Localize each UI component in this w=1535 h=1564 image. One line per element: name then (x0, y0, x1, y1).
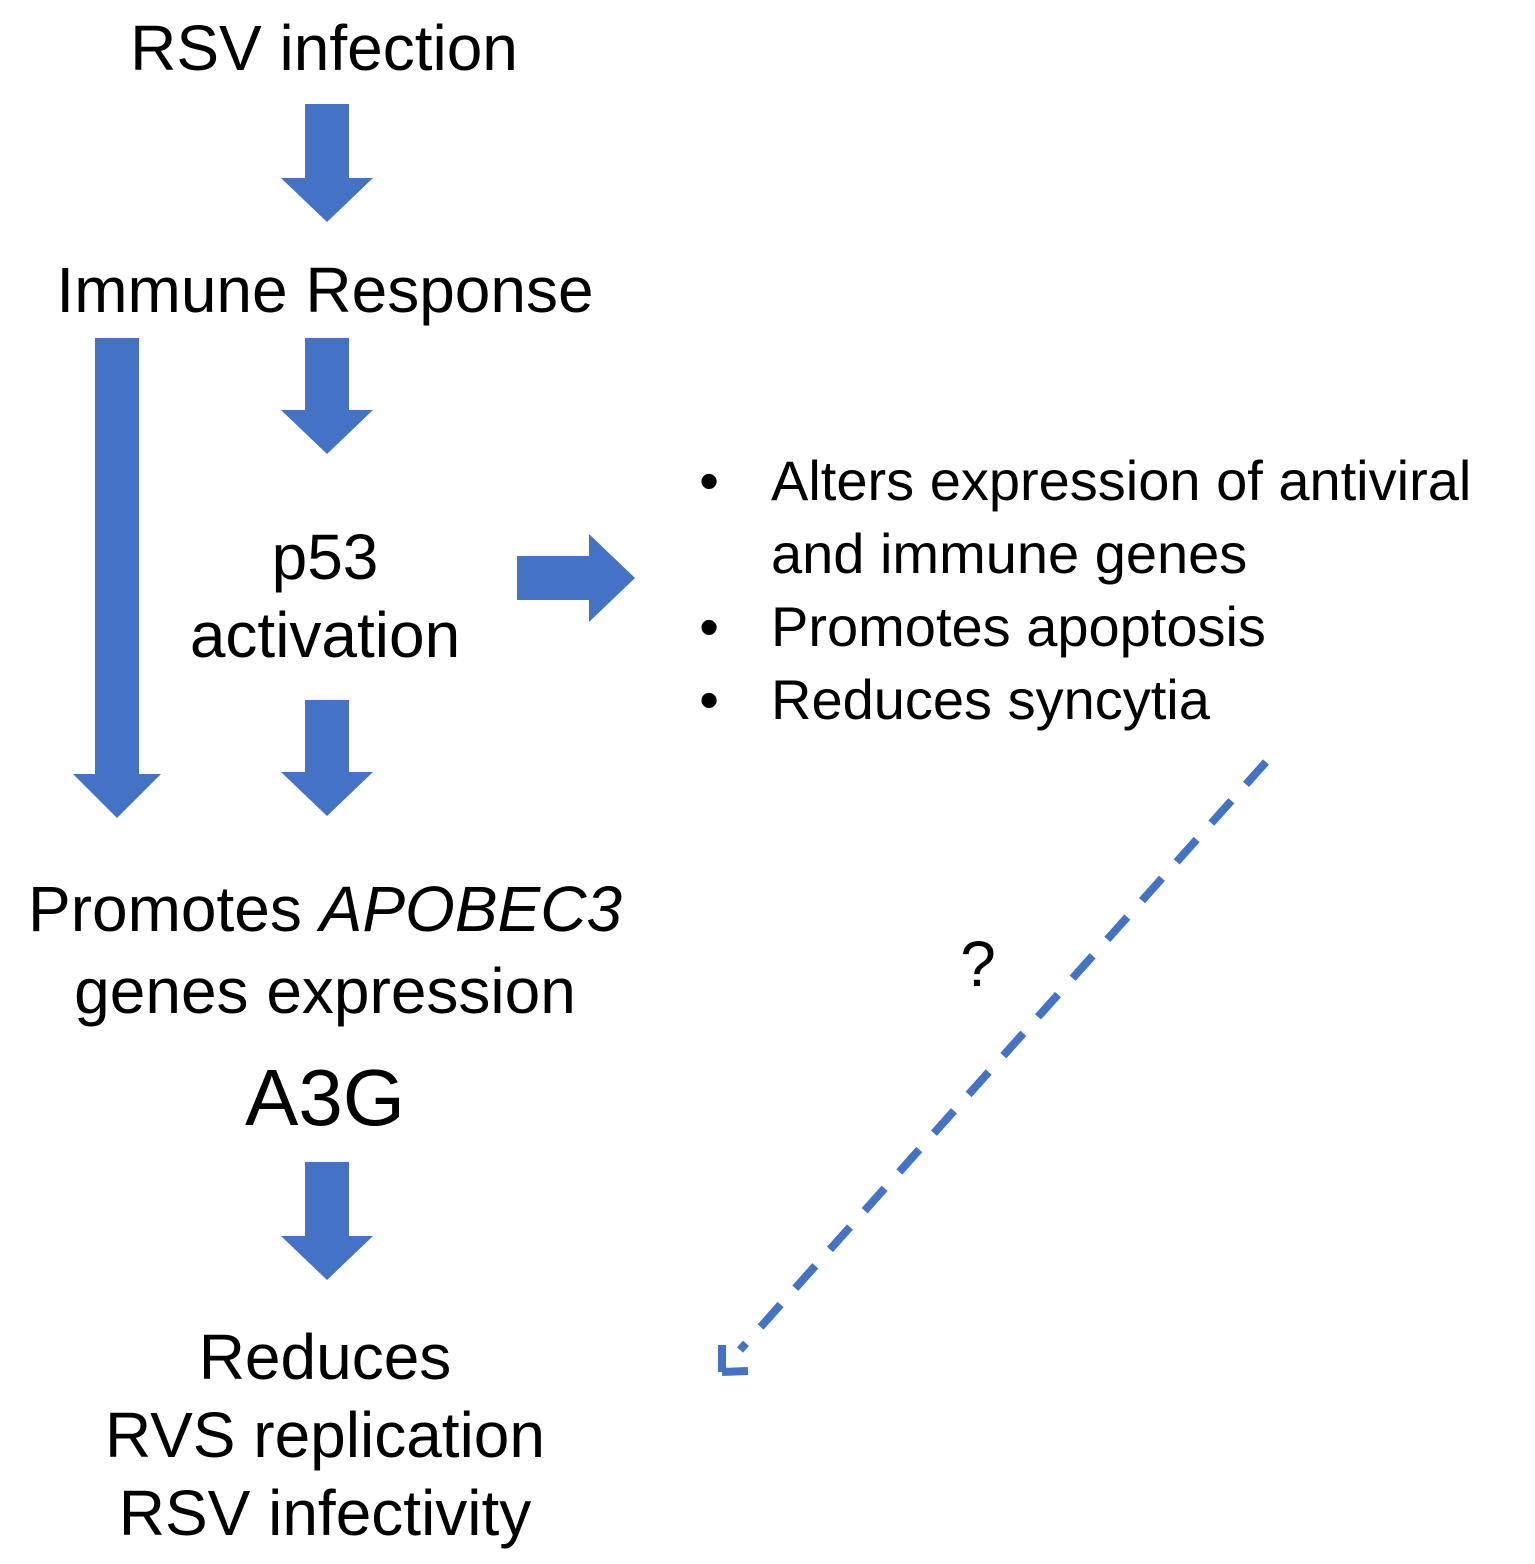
node-apobec3-gene: APOBEC3 (319, 873, 622, 945)
arrow-p53-to-apobec3 (281, 700, 373, 816)
effects-list-item: • Alters expression of antiviral (694, 444, 1534, 517)
bullet-dot: • (699, 595, 719, 658)
node-a3g-text: A3G (244, 1053, 406, 1142)
effects-list-item: • Reduces syncytia (694, 663, 1534, 736)
node-reduces: Reduces RVS replication RSV infectivity (60, 1318, 590, 1552)
node-reduces-line2: RVS replication (105, 1399, 545, 1471)
node-apobec3-line2: genes expression (74, 955, 576, 1027)
bullet-dot: • (699, 449, 719, 512)
node-p53-activation: p53 activation (160, 518, 490, 674)
effects-list: • Alters expression of antiviral and immun… (694, 444, 1534, 736)
node-immune-response-text: Immune Response (56, 254, 594, 326)
node-apobec3-prefix: Promotes (28, 873, 320, 945)
node-a3g: A3G (200, 1058, 450, 1138)
effects-list-item: and immune genes (694, 517, 1534, 590)
effects-list-item: • Promotes apoptosis (694, 590, 1534, 663)
effects-list-item-text: Reduces syncytia (771, 668, 1210, 731)
node-apobec3-expression: Promotes APOBEC3 genes expression (0, 868, 650, 1032)
node-reduces-line1: Reduces (198, 1321, 452, 1393)
node-rsv-infection: RSV infection (112, 16, 536, 80)
node-apobec3-line1: Promotes APOBEC3 (0, 868, 650, 950)
effects-list-item-text: Alters expression of antiviral (771, 449, 1472, 512)
node-rsv-infection-text: RSV infection (130, 12, 518, 84)
arrow-infection-to-immune (281, 104, 373, 222)
node-p53-line1: p53 (271, 521, 379, 593)
arrow-a3g-to-reduces (281, 1162, 373, 1280)
question-mark-text: ? (960, 928, 996, 1000)
bullet-dot: • (699, 668, 719, 731)
dashed-arrow-effects-to-reduces (737, 759, 1269, 1353)
effects-list-item-text: and immune genes (771, 522, 1248, 585)
effects-list-item-text: Promotes apoptosis (771, 595, 1266, 658)
arrow-p53-to-effects (517, 534, 635, 622)
question-mark: ? (948, 932, 1008, 996)
arrow-immune-to-p53 (281, 338, 373, 454)
arrow-immune-to-apobec3 (73, 338, 161, 818)
dashed-arrowhead (718, 1345, 749, 1376)
node-immune-response: Immune Response (30, 258, 620, 322)
node-reduces-line3: RSV infectivity (118, 1477, 532, 1549)
node-p53-line2: activation (189, 599, 461, 671)
